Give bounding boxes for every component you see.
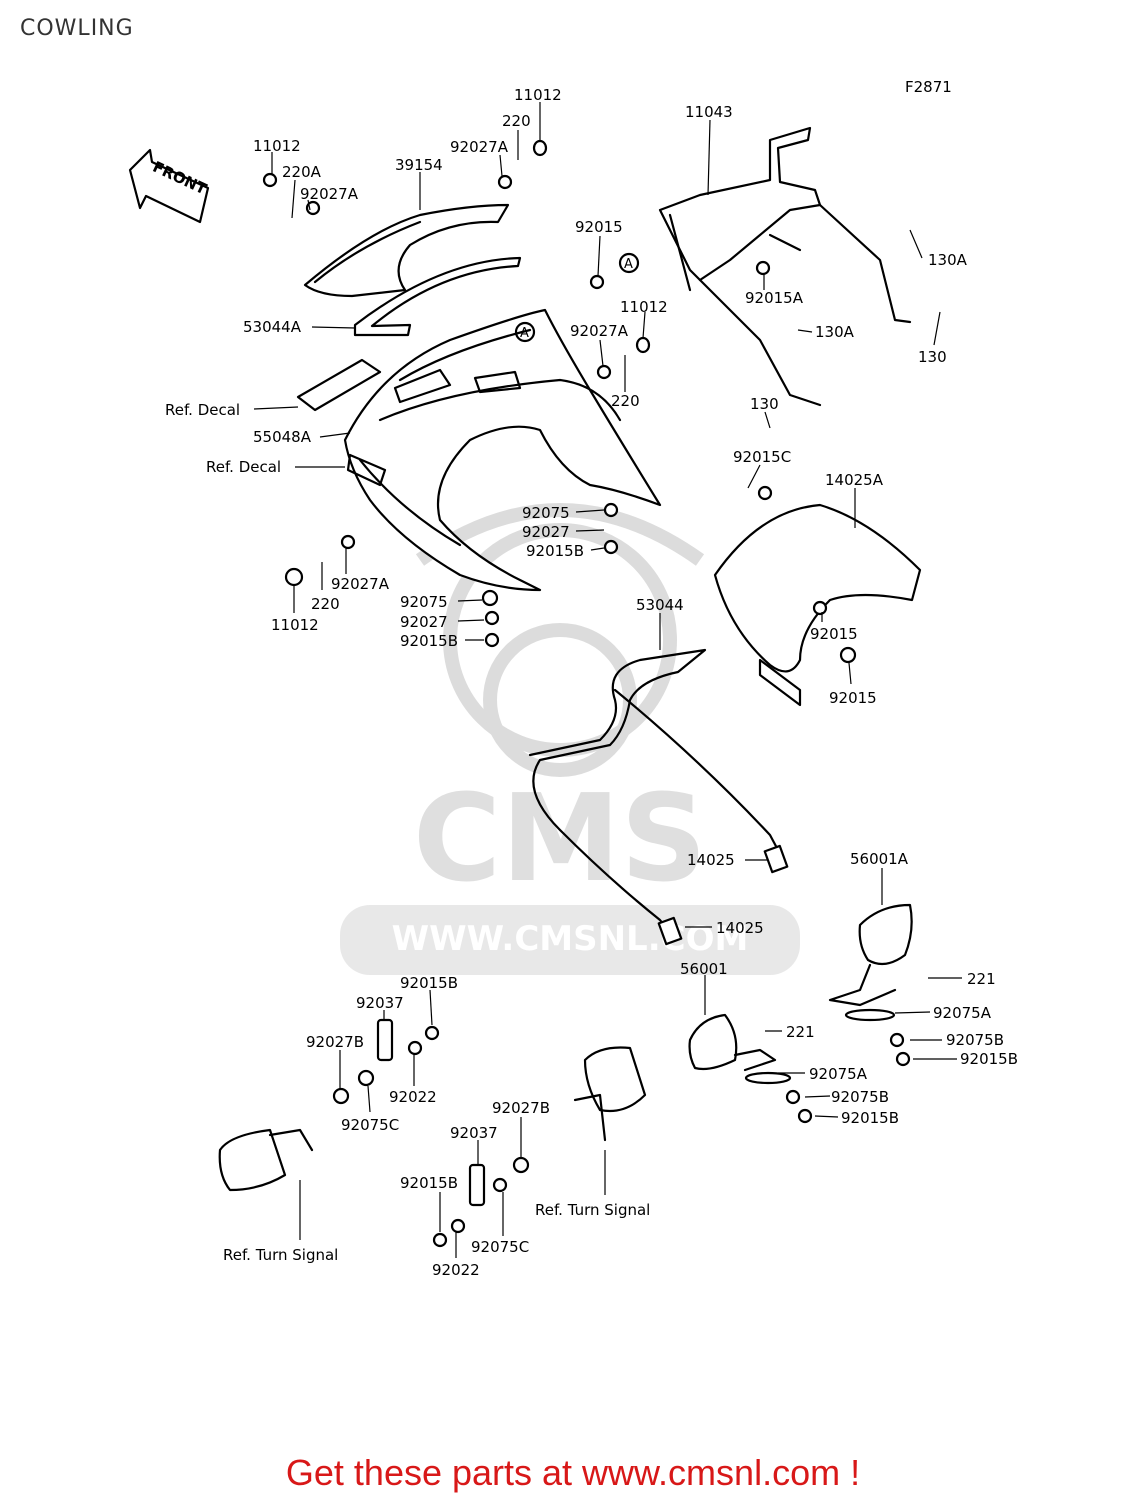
- callout-92015b-signal-right: 92015B: [400, 1174, 458, 1192]
- callout-ref-decal-upper: Ref. Decal: [165, 401, 240, 419]
- svg-text:A: A: [624, 257, 633, 272]
- watermark-brand: CMS: [413, 770, 707, 909]
- callout-92027-low: 92027: [400, 613, 448, 631]
- callout-92015-lower-a: 92015: [810, 625, 858, 643]
- reference-a-top: A: [618, 252, 640, 274]
- turn-signal-left-part: [218, 1128, 314, 1192]
- callout-56001: 56001: [680, 960, 728, 978]
- mirror-56001a-part: [828, 903, 913, 1007]
- figure-code: F2871: [905, 78, 952, 96]
- callout-92037-right: 92037: [450, 1124, 498, 1142]
- callout-56001a: 56001A: [850, 850, 909, 868]
- callout-130a-right: 130A: [928, 251, 968, 269]
- callout-ref-turn-signal-right: Ref. Turn Signal: [535, 1201, 650, 1219]
- callout-220-top: 220: [502, 112, 531, 130]
- footer-promo-link[interactable]: Get these parts at www.cmsnl.com !: [285, 1452, 861, 1493]
- callout-92075b-lower: 92075B: [831, 1088, 889, 1106]
- callout-92075c-left: 92075C: [341, 1116, 399, 1134]
- callout-92027a-low: 92027A: [331, 575, 390, 593]
- page-title: COWLING: [20, 16, 134, 41]
- callout-92015-lower-b: 92015: [829, 689, 877, 707]
- seal-53044-part: [528, 648, 789, 946]
- callout-11012-mid: 11012: [620, 298, 668, 316]
- callout-92022-left: 92022: [389, 1088, 437, 1106]
- callout-labels: 11012 220 92027A 11012 220A 92027A 39154…: [165, 86, 1018, 1279]
- front-arrow-icon: FRONT: [128, 148, 210, 224]
- callout-92075b-upper: 92075B: [946, 1031, 1004, 1049]
- callout-92015c: 92015C: [733, 448, 791, 466]
- upper-cowl-part: [343, 308, 662, 592]
- callout-92027b-left: 92027B: [306, 1033, 364, 1051]
- callout-39154: 39154: [395, 156, 443, 174]
- mirror-56001-part: [688, 1013, 777, 1072]
- callout-11043: 11043: [685, 103, 733, 121]
- callout-leaders: [253, 102, 962, 1258]
- callout-92027a-left: 92027A: [300, 185, 359, 203]
- callout-92027a-top: 92027A: [450, 138, 509, 156]
- callout-220a: 220A: [282, 163, 322, 181]
- callout-92015-top: 92015: [575, 218, 623, 236]
- callout-92075-mid: 92075: [522, 504, 570, 522]
- callout-130a-mid: 130A: [815, 323, 855, 341]
- callout-92015b-mid: 92015B: [526, 542, 584, 560]
- callout-11012-low: 11012: [271, 616, 319, 634]
- callout-92027-mid: 92027: [522, 523, 570, 541]
- callout-92027a-mid: 92027A: [570, 322, 629, 340]
- callout-92015b-low: 92015B: [400, 632, 458, 650]
- callout-14025-lower: 14025: [716, 919, 764, 937]
- callout-92075-low: 92075: [400, 593, 448, 611]
- callout-92015b-lower: 92015B: [841, 1109, 899, 1127]
- callout-92015b-upper: 92015B: [960, 1050, 1018, 1068]
- callout-92027b-right: 92027B: [492, 1099, 550, 1117]
- fasteners: [262, 139, 911, 1248]
- watermark: CMS WWW.CMSNL.COM: [340, 503, 800, 975]
- callout-130-right: 130: [918, 348, 947, 366]
- callout-11012-left: 11012: [253, 137, 301, 155]
- svg-text:A: A: [520, 326, 529, 341]
- callout-53044: 53044: [636, 596, 684, 614]
- callout-ref-turn-signal-left: Ref. Turn Signal: [223, 1246, 338, 1264]
- callout-221-lower: 221: [786, 1023, 815, 1041]
- windshield-part: [303, 203, 510, 298]
- watermark-url: WWW.CMSNL.COM: [392, 919, 749, 959]
- callout-14025-upper: 14025: [687, 851, 735, 869]
- callout-220-low: 220: [311, 595, 340, 613]
- callout-53044a: 53044A: [243, 318, 302, 336]
- callout-92075a-upper: 92075A: [933, 1004, 992, 1022]
- callout-92075c-right: 92075C: [471, 1238, 529, 1256]
- callout-11012-top: 11012: [514, 86, 562, 104]
- callout-220-mid: 220: [611, 392, 640, 410]
- callout-55048a: 55048A: [253, 428, 312, 446]
- callout-92022-right: 92022: [432, 1261, 480, 1279]
- callout-92015a: 92015A: [745, 289, 804, 307]
- callout-92015b-signal-left: 92015B: [400, 974, 458, 992]
- callout-ref-decal-lower: Ref. Decal: [206, 458, 281, 476]
- reference-a-cowl: A: [514, 321, 536, 343]
- callout-92037-left: 92037: [356, 994, 404, 1012]
- seal-53044a-part: [353, 256, 522, 337]
- turn-signal-right-part: [573, 1046, 647, 1142]
- lower-cowl-part: [713, 503, 922, 707]
- callout-130-frame: 130: [750, 395, 779, 413]
- callout-221-upper: 221: [967, 970, 996, 988]
- callout-92075a-lower: 92075A: [809, 1065, 868, 1083]
- callout-14025a: 14025A: [825, 471, 884, 489]
- ref-decal-part: [296, 358, 382, 412]
- cowl-frame-part: [658, 126, 912, 407]
